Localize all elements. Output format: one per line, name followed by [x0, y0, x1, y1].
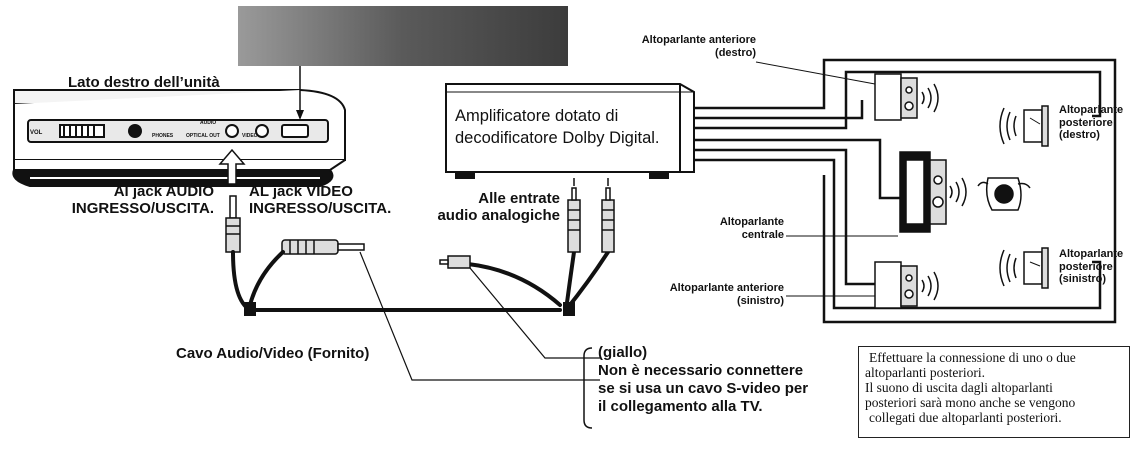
yellow-note-line-4: il collegamento alla TV. — [598, 398, 763, 415]
speaker-label-rear-left: Altoparlante posteriore (sinistro) — [1059, 248, 1123, 286]
speaker-front-right — [874, 73, 939, 121]
yellow-note-line-2: Non è necessario connettere — [598, 362, 804, 379]
speaker-label-center-line-2: centrale — [741, 228, 784, 241]
device-side-label: Lato destro dell’unità — [68, 74, 220, 91]
av-cable — [231, 250, 610, 312]
listener-icon — [977, 177, 1031, 211]
speaker-label-lines — [755, 61, 1041, 297]
amplifier-label-line-1: Amplificatore dotato di — [455, 107, 619, 125]
panel-label-audio: AUDIO — [200, 120, 216, 126]
info-box-line-5: collegati due altoparlanti posteriori. — [869, 410, 1062, 426]
panel-label-optical-out: OPTICAL OUT — [186, 133, 220, 139]
speaker-center — [899, 151, 967, 233]
speaker-label-front-right-line-2: (destro) — [715, 46, 756, 59]
info-box-line-3: Il suono di uscita dagli altoparlanti — [865, 380, 1053, 396]
panel-label-video: VIDEO — [242, 133, 258, 139]
jack-video-label-line-1: AL jack VIDEO — [249, 183, 353, 200]
analog-inputs-label: Alle entrate audio analogiche — [414, 190, 560, 225]
cable-pointer — [359, 251, 600, 381]
speaker-label-rear-right-line-3: (destro) — [1059, 129, 1100, 142]
amplifier-label-line-2: decodificatore Dolby Digital. — [455, 129, 660, 148]
jack-video-label-line-2: INGRESSO/USCITA. — [249, 200, 392, 218]
speaker-label-front-left-line-1: Altoparlante anteriore — [669, 282, 784, 294]
dvd-player — [12, 89, 346, 187]
jack-audio-label-line-1: Al jack AUDIO — [113, 183, 214, 200]
info-box: Effettuare la connessione di uno o due a… — [858, 346, 1130, 438]
speaker-rear-right — [999, 105, 1049, 147]
speaker-label-rear-left-line-1: Altoparlante — [1059, 248, 1124, 260]
cable-label: Cavo Audio/Video (Fornito) — [176, 345, 370, 362]
panel-label-phones: PHONES — [152, 133, 174, 139]
speaker-label-rear-left-line-2: posteriore — [1059, 260, 1113, 273]
speaker-label-rear-right-line-1: Altoparlante — [1059, 104, 1124, 116]
mini-plug — [225, 195, 241, 253]
yellow-note-line-1: (giallo) — [598, 344, 648, 361]
speaker-front-left — [874, 261, 939, 309]
jack-audio-label-line-2: INGRESSO/USCITA. — [71, 200, 214, 218]
speaker-label-center-line-1: Altoparlante — [719, 216, 784, 228]
info-box-line-2: altoparlanti posteriori. — [865, 365, 985, 381]
analog-inputs-label-line-2: audio analogiche — [437, 207, 560, 225]
rca-plugs — [439, 187, 615, 269]
info-box-line-1: Effettuare la connessione di uno o due — [869, 350, 1076, 365]
amplifier-box — [445, 83, 695, 179]
analog-inputs-label-line-1: Alle entrate — [478, 190, 560, 207]
info-box-line-4: posteriori sarà mono anche se vengono — [865, 395, 1076, 411]
speaker-label-rear-right-line-2: posteriore — [1059, 116, 1113, 129]
video-plug — [281, 239, 365, 255]
jack-video-label: AL jack VIDEO INGRESSO/USCITA. — [249, 183, 391, 218]
panel-label-vol: VOL — [30, 130, 43, 136]
speaker-rear-left — [999, 247, 1049, 289]
speaker-label-front-left: Altoparlante anteriore (sinistro) — [640, 282, 784, 307]
jack-audio-label: Al jack AUDIO INGRESSO/USCITA. — [60, 183, 214, 218]
speaker-label-center: Altoparlante centrale — [700, 216, 784, 241]
yellow-note-line-3: se si usa un cavo S-video per — [598, 380, 809, 397]
speaker-label-front-left-line-2: (sinistro) — [736, 294, 784, 307]
yellow-note: (giallo) Non è necessario connettere se … — [598, 344, 808, 416]
rca-arrows — [573, 178, 609, 186]
speaker-label-rear-right: Altoparlante posteriore (destro) — [1059, 104, 1123, 142]
speaker-wires — [694, 58, 1117, 324]
tv-screen-placeholder — [238, 6, 568, 66]
speaker-label-front-right: Altoparlante anteriore (destro) — [612, 34, 756, 59]
yellow-pointer — [469, 267, 600, 359]
arrow-into-jack — [218, 148, 246, 185]
speaker-label-rear-left-line-3: (sinistro) — [1059, 273, 1107, 286]
amplifier-label: Amplificatore dotato di decodificatore D… — [455, 105, 660, 150]
speaker-label-front-right-line-1: Altoparlante anteriore — [641, 34, 756, 46]
